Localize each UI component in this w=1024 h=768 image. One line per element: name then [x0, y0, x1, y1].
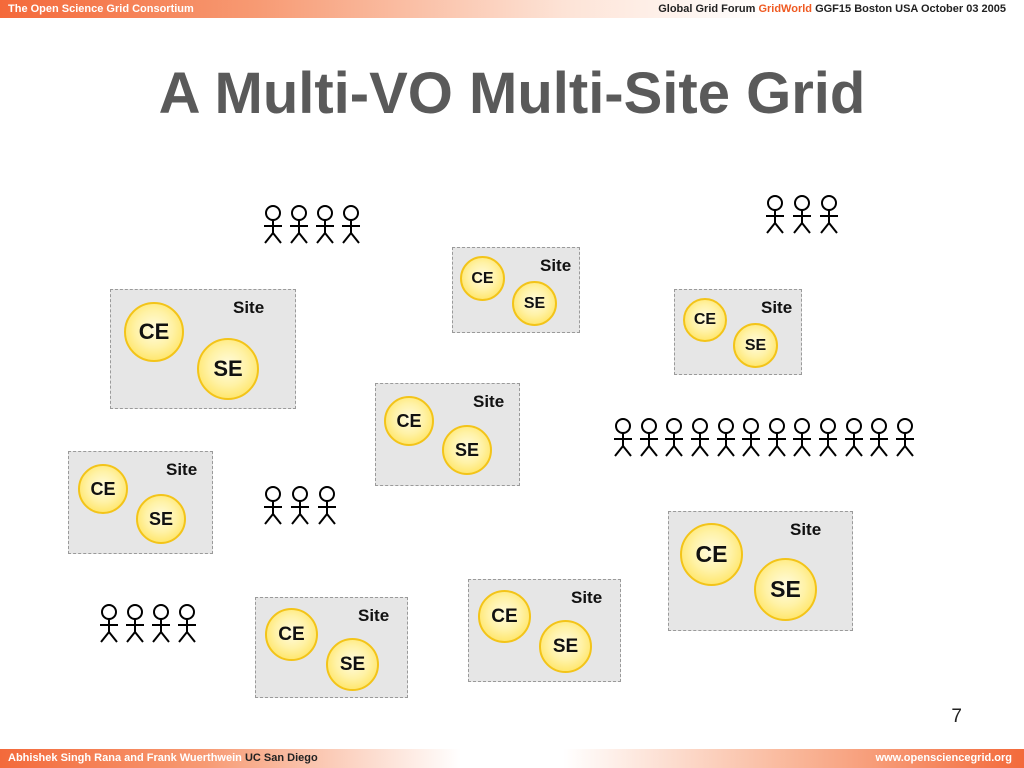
footer-org: UC San Diego [241, 752, 318, 764]
compute-element-node: CE [124, 302, 184, 362]
user-figure [638, 418, 660, 458]
footer-authors-line: Abhishek Singh Rana and Frank Wuerthwein… [8, 749, 318, 768]
user-figure [740, 418, 762, 458]
user-figure [314, 205, 336, 245]
storage-element-node: SE [539, 620, 592, 673]
user-figure [340, 205, 362, 245]
user-icon [316, 205, 334, 244]
header-bar: The Open Science Grid Consortium Global … [0, 0, 1024, 18]
compute-element-node: CE [478, 590, 531, 643]
site-label: Site [233, 298, 265, 317]
user-icon [793, 195, 811, 234]
user-figure [663, 418, 685, 458]
compute-element-node: CE [78, 464, 128, 514]
user-figure [766, 418, 788, 458]
user-icon [264, 205, 282, 244]
storage-element-node: SE [326, 638, 379, 691]
user-figure [817, 418, 839, 458]
user-icon [691, 418, 709, 457]
user-icon [178, 604, 196, 643]
user-group [262, 486, 338, 528]
user-figure [262, 205, 284, 245]
user-figure [288, 205, 310, 245]
user-group [612, 418, 916, 460]
storage-element-node: SE [197, 338, 259, 400]
user-icon [665, 418, 683, 457]
user-icon [640, 418, 658, 457]
user-figure [124, 604, 146, 644]
compute-element-node: CE [460, 256, 505, 301]
user-figure [894, 418, 916, 458]
user-icon [126, 604, 144, 643]
user-figure [791, 418, 813, 458]
user-figure [612, 418, 634, 458]
footer-bar: Abhishek Singh Rana and Frank Wuerthwein… [0, 749, 1024, 768]
user-icon [820, 195, 838, 234]
user-icon [291, 486, 309, 525]
page-number: 7 [951, 706, 962, 727]
user-figure [715, 418, 737, 458]
site-label: Site [473, 392, 505, 411]
site-label: Site [571, 588, 603, 607]
user-figure [764, 195, 786, 235]
user-figure [289, 486, 311, 526]
site-label: Site [540, 256, 572, 275]
user-figure [868, 418, 890, 458]
header-org: The Open Science Grid Consortium [8, 3, 194, 15]
storage-element-node: SE [733, 323, 778, 368]
user-figure [150, 604, 172, 644]
user-group [262, 205, 362, 247]
user-icon [742, 418, 760, 457]
compute-element-node: CE [265, 608, 318, 661]
user-figure [843, 418, 865, 458]
user-icon [768, 418, 786, 457]
user-icon [793, 418, 811, 457]
user-icon [819, 418, 837, 457]
user-figure [818, 195, 840, 235]
storage-element-node: SE [442, 425, 492, 475]
user-icon [766, 195, 784, 234]
user-figure [316, 486, 338, 526]
user-figure [791, 195, 813, 235]
storage-element-node: SE [512, 281, 557, 326]
user-icon [100, 604, 118, 643]
header-event-prefix: Global Grid Forum [658, 3, 759, 15]
user-icon [290, 205, 308, 244]
footer-url: www.opensciencegrid.org [875, 752, 1012, 764]
user-icon [342, 205, 360, 244]
user-icon [845, 418, 863, 457]
user-icon [896, 418, 914, 457]
compute-element-node: CE [680, 523, 743, 586]
site-label: Site [358, 606, 390, 625]
user-group [98, 604, 198, 646]
footer-authors: Abhishek Singh Rana and Frank Wuerthwein [8, 752, 242, 764]
user-group [764, 195, 840, 237]
user-icon [318, 486, 336, 525]
site-label: Site [790, 520, 822, 539]
user-icon [152, 604, 170, 643]
storage-element-node: SE [754, 558, 817, 621]
slide-title: A Multi-VO Multi-Site Grid [158, 61, 866, 126]
compute-element-node: CE [683, 298, 727, 342]
storage-element-node: SE [136, 494, 186, 544]
user-figure [262, 486, 284, 526]
user-figure [98, 604, 120, 644]
user-icon [614, 418, 632, 457]
site-label: Site [166, 460, 198, 479]
user-figure [176, 604, 198, 644]
user-icon [264, 486, 282, 525]
header-event-accent: GridWorld [758, 3, 813, 15]
user-figure [689, 418, 711, 458]
user-icon [870, 418, 888, 457]
compute-element-node: CE [384, 396, 434, 446]
header-event: Global Grid Forum GridWorld GGF15 Boston… [658, 0, 1006, 18]
site-label: Site [761, 298, 793, 317]
user-icon [717, 418, 735, 457]
header-event-suffix: GGF15 Boston USA October 03 2005 [812, 3, 1006, 15]
